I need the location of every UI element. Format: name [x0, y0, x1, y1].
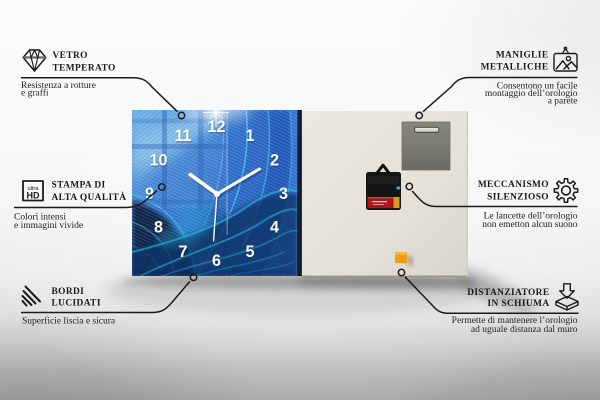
- svg-text:STAMPA DI: STAMPA DI: [52, 181, 106, 191]
- svg-text:7: 7: [179, 244, 188, 262]
- svg-text:8: 8: [154, 219, 163, 237]
- svg-text:2: 2: [271, 153, 280, 171]
- svg-text:SILENZIOSO: SILENZIOSO: [487, 193, 549, 203]
- svg-text:12: 12: [208, 119, 226, 137]
- svg-text:2: 2: [270, 152, 279, 170]
- svg-text:6: 6: [212, 252, 221, 270]
- svg-text:Superficie liscia e sicura: Superficie liscia e sicura: [22, 316, 116, 327]
- svg-text:LUCIDATI: LUCIDATI: [52, 299, 101, 309]
- svg-text:4: 4: [270, 219, 279, 237]
- svg-text:e graffi: e graffi: [21, 88, 49, 99]
- svg-text:MANIGLIE: MANIGLIE: [496, 51, 549, 61]
- svg-text:Colori intensi: Colori intensi: [14, 213, 66, 223]
- svg-text:8: 8: [155, 220, 164, 238]
- svg-text:Resistenza a rotture: Resistenza a rotture: [21, 81, 96, 91]
- svg-text:5: 5: [245, 243, 254, 261]
- svg-text:10: 10: [149, 152, 167, 170]
- svg-text:e immagini vivide: e immagini vivide: [14, 221, 83, 231]
- svg-text:9: 9: [145, 185, 154, 203]
- svg-text:montaggio dell’orologio: montaggio dell’orologio: [485, 89, 578, 99]
- svg-text:1: 1: [246, 128, 255, 146]
- svg-text:IN SCHIUMA: IN SCHIUMA: [487, 299, 549, 309]
- svg-text:4: 4: [271, 220, 280, 238]
- svg-text:TEMPERATO: TEMPERATO: [53, 64, 116, 74]
- svg-text:Permette di mantenere l’orolog: Permette di mantenere l’orologio: [452, 316, 578, 326]
- svg-text:3: 3: [279, 185, 288, 203]
- svg-text:HD: HD: [27, 191, 40, 201]
- svg-text:ad uguale distanza dal muro: ad uguale distanza dal muro: [471, 325, 578, 335]
- svg-text:non emetton alcun suono: non emetton alcun suono: [482, 220, 577, 230]
- svg-text:6: 6: [213, 253, 222, 271]
- svg-text:BORDI: BORDI: [52, 287, 85, 297]
- svg-text:10: 10: [150, 153, 168, 171]
- svg-text:5: 5: [246, 244, 255, 262]
- svg-text:3: 3: [280, 186, 289, 204]
- svg-text:METALLICHE: METALLICHE: [481, 63, 549, 73]
- svg-text:DISTANZIATORE: DISTANZIATORE: [467, 288, 549, 298]
- svg-text:Consentono un facile: Consentono un facile: [497, 80, 578, 91]
- svg-text:MECCANISMO: MECCANISMO: [478, 180, 549, 190]
- svg-text:ultra: ultra: [28, 186, 40, 192]
- svg-text:11: 11: [175, 128, 192, 146]
- svg-text:ALTA QUALITÀ: ALTA QUALITÀ: [52, 191, 127, 203]
- svg-text:Le lancette dell’orologio: Le lancette dell’orologio: [484, 212, 578, 222]
- svg-text:a parete: a parete: [548, 97, 578, 107]
- svg-text:12: 12: [207, 118, 225, 136]
- svg-text:VETRO: VETRO: [53, 51, 88, 61]
- svg-text:7: 7: [178, 243, 187, 261]
- svg-text:11: 11: [174, 127, 191, 145]
- svg-text:1: 1: [245, 127, 254, 145]
